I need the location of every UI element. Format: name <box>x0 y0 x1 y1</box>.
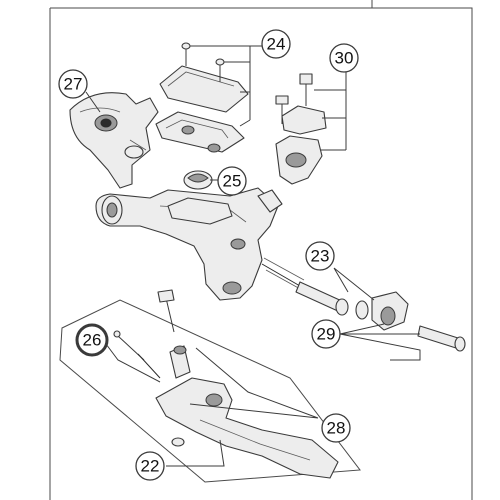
callout-27: 27 <box>58 69 88 99</box>
callout-27-label: 27 <box>64 75 83 94</box>
callout-29-label: 29 <box>317 325 336 344</box>
callout-25: 25 <box>217 166 247 196</box>
callout-24-label: 24 <box>267 35 286 54</box>
part-22-brake-lever <box>155 377 339 479</box>
callout-26: 26 <box>75 323 109 357</box>
master-cylinder-body <box>95 187 283 301</box>
callout-24: 24 <box>261 29 291 59</box>
callout-22: 22 <box>135 451 165 481</box>
callout-29: 29 <box>311 319 341 349</box>
part-25-diaphragm <box>183 170 213 190</box>
callout-30: 30 <box>329 43 359 73</box>
callout-23: 23 <box>305 241 335 271</box>
callout-25-label: 25 <box>223 172 242 191</box>
callout-30-label: 30 <box>335 49 354 68</box>
part-24-reservoir-cover <box>155 42 249 153</box>
callout-26-label: 26 <box>83 331 102 350</box>
callout-22-label: 22 <box>141 457 160 476</box>
part-23-piston-spring <box>261 257 349 316</box>
diagram-frame <box>49 0 473 500</box>
part-29-push-rod <box>355 291 466 352</box>
lever-group-outline <box>59 299 361 483</box>
callout-28: 28 <box>321 413 351 443</box>
part-26-pin-spring <box>113 330 161 379</box>
part-27-bracket <box>69 92 159 189</box>
part-28-lever-bolt <box>157 289 191 379</box>
part-30-handlebar-clamp <box>275 73 327 185</box>
callout-28-label: 28 <box>327 419 346 438</box>
callout-23-label: 23 <box>311 247 330 266</box>
